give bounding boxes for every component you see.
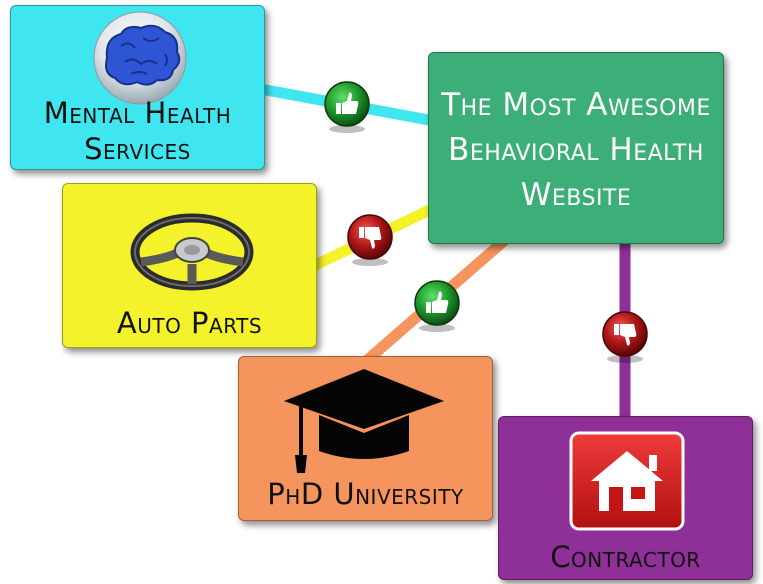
thumbs-up-badge-phd [414, 280, 460, 332]
node-label: Auto Parts [116, 305, 263, 340]
thumbs-down-icon [614, 324, 637, 346]
brain-icon [93, 11, 187, 105]
steering-wheel-icon [130, 213, 254, 291]
thumbs-down-badge-contractor [602, 311, 648, 363]
thumbs-down-icon [359, 227, 382, 249]
node-label: PhD University [267, 476, 464, 511]
node-contractor: Contractor [498, 416, 753, 580]
thumbs-up-badge-mental [324, 81, 370, 133]
house-icon [569, 431, 685, 531]
node-label: Contractor [550, 539, 701, 574]
thumbs-up-icon [336, 92, 359, 114]
node-phd-university: PhD University [238, 356, 493, 521]
thumbs-down-badge-auto [347, 214, 393, 266]
node-auto-parts: Auto Parts [62, 183, 317, 348]
graduation-cap-icon [284, 369, 444, 473]
thumbs-up-icon [426, 291, 449, 313]
node-mental-health-services: Mental Health Services [10, 5, 265, 170]
central-node-behavioral-health-website: The Most Awesome Behavioral Health Websi… [428, 52, 724, 244]
central-node-label: The Most Awesome Behavioral Health Websi… [441, 87, 711, 213]
node-label: Mental Health Services [43, 95, 232, 166]
